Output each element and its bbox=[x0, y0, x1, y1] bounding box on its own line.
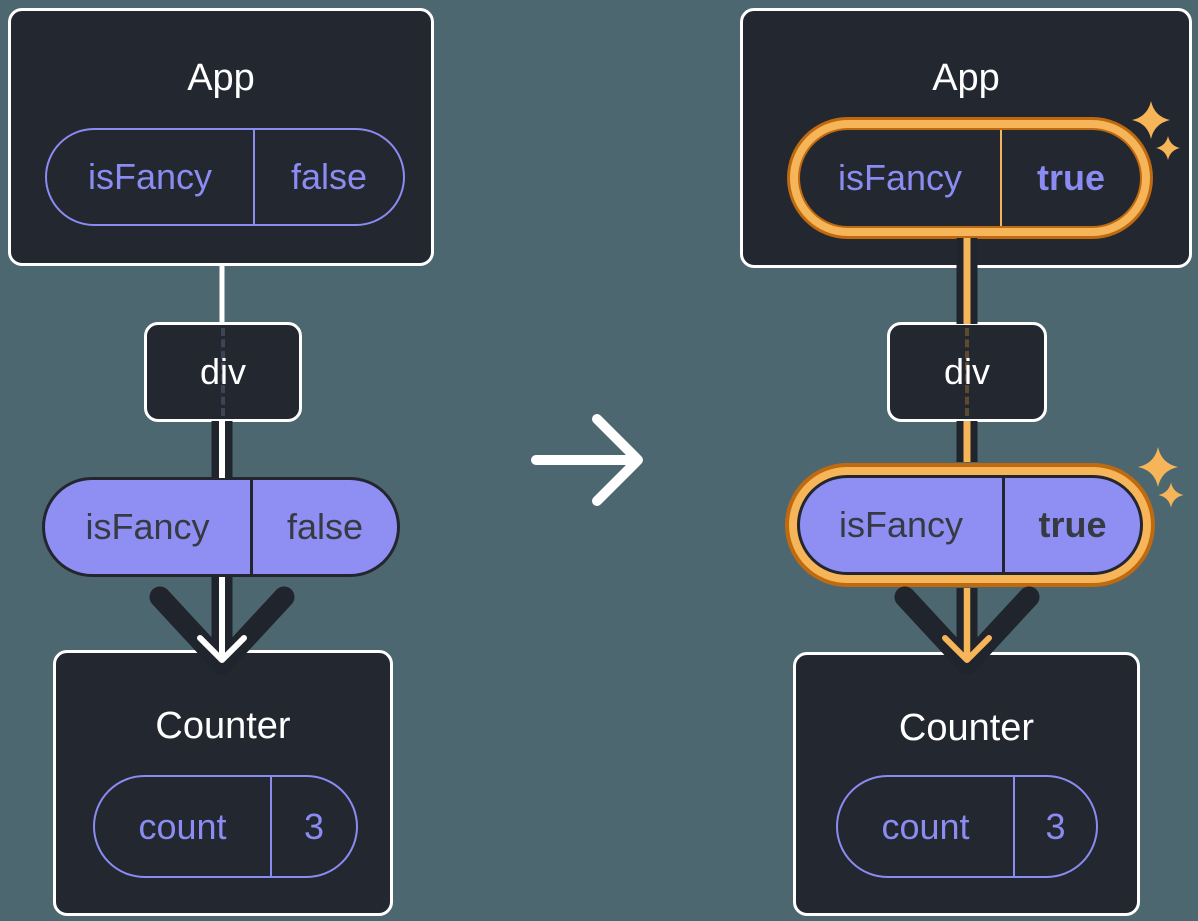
after-counter-box: Counter count 3 bbox=[793, 652, 1140, 916]
before-div-label: div bbox=[199, 351, 247, 392]
before-counter-state-pill: count 3 bbox=[93, 775, 358, 878]
before-app-box: App isFancy false bbox=[8, 8, 434, 266]
before-div-node: div bbox=[144, 322, 302, 422]
state-key-label: isFancy bbox=[87, 156, 213, 197]
after-div-node: div bbox=[887, 322, 1047, 422]
state-value-label: true bbox=[1000, 130, 1140, 226]
before-app-title: App bbox=[187, 57, 255, 99]
before-prop-pill: isFancy false bbox=[42, 477, 400, 577]
prop-key-label: isFancy bbox=[838, 504, 964, 545]
pass-through-line bbox=[965, 328, 969, 416]
prop-key-label: isFancy bbox=[85, 506, 210, 547]
after-prop-pill-highlighted: isFancy true bbox=[797, 475, 1143, 575]
state-value-label: false bbox=[253, 130, 403, 224]
after-div-label: div bbox=[943, 351, 991, 392]
after-app-box: App isFancy true bbox=[740, 8, 1192, 268]
state-key-label: count bbox=[881, 805, 970, 847]
state-value-label: 3 bbox=[270, 777, 356, 876]
after-counter-title: Counter bbox=[898, 707, 1035, 749]
after-app-state-pill-highlighted: isFancy true bbox=[800, 130, 1140, 226]
after-counter-state-pill: count 3 bbox=[836, 775, 1098, 878]
prop-value-label: false bbox=[250, 480, 397, 574]
state-key-label: count bbox=[138, 805, 227, 847]
before-app-state-pill: isFancy false bbox=[45, 128, 405, 226]
state-key-label: isFancy bbox=[837, 157, 963, 198]
prop-value-label: true bbox=[1002, 478, 1140, 572]
before-counter-title: Counter bbox=[155, 705, 291, 747]
state-value-label: 3 bbox=[1013, 777, 1096, 876]
before-counter-box: Counter count 3 bbox=[53, 650, 393, 916]
after-app-title: App bbox=[932, 57, 1000, 99]
pass-through-line bbox=[221, 328, 225, 416]
